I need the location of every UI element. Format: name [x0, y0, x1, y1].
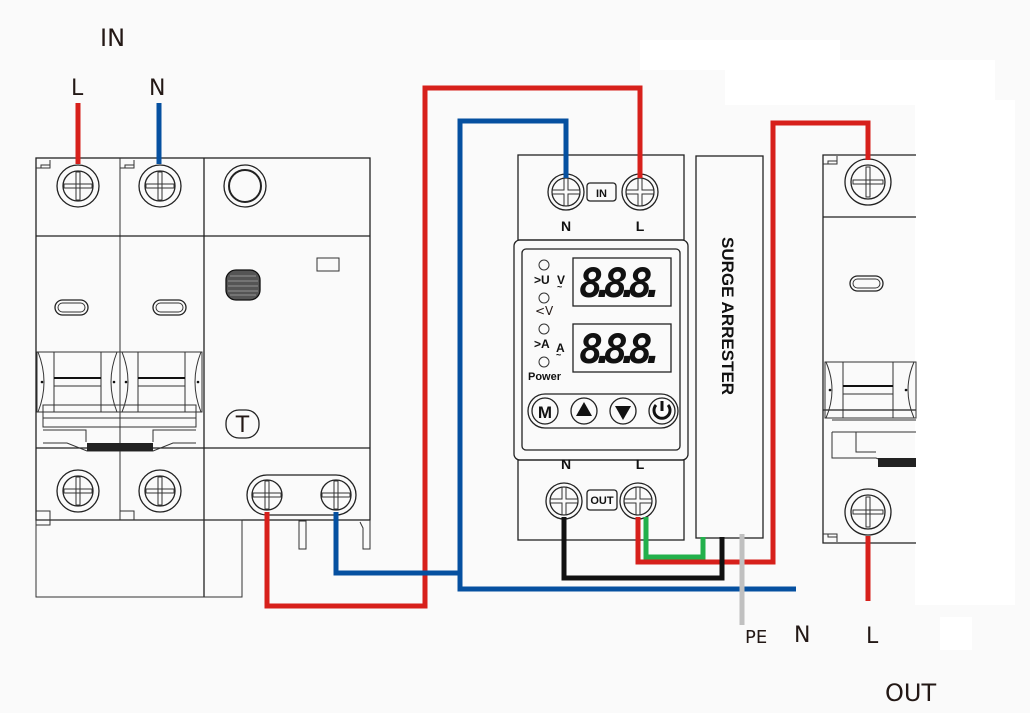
- unit-current-label: A: [556, 341, 565, 355]
- out-pe-label: PE: [745, 627, 767, 648]
- voltage-protector: IN N L >U V ~ <V >A A ~ Power 8.8.8. 8.8…: [513, 154, 689, 541]
- rcbo-output-terminal-block: [246, 474, 357, 516]
- wire-neutral-to-arrester: [561, 517, 725, 581]
- out-title: OUT: [885, 679, 936, 707]
- rcbo-indicator-ring: [223, 164, 267, 208]
- svg-text:~: ~: [556, 350, 561, 360]
- in-line-label: L: [71, 76, 84, 101]
- wires: [75, 85, 871, 625]
- wire-rcbo-neutral-to-protector: [333, 118, 569, 576]
- unit-voltage-label: V: [557, 273, 565, 287]
- out-neutral-label: N: [794, 623, 810, 648]
- wire-earth-to-arrester: [643, 517, 706, 560]
- rcbo-breaker: T: [35, 157, 371, 598]
- mcb-screw-bottom: [844, 488, 892, 536]
- indicator-over-voltage-label: >U: [534, 273, 550, 287]
- wire-protector-line-to-mcb: [635, 120, 871, 565]
- svg-text:~: ~: [557, 282, 562, 292]
- rcbo-toggle[interactable]: [36, 351, 203, 452]
- rcbo-test-button[interactable]: T: [225, 409, 260, 439]
- up-button[interactable]: [570, 397, 598, 425]
- protector-screw-out-l: [619, 482, 657, 520]
- mcb-toggle[interactable]: [824, 361, 917, 467]
- rcbo-screw-bottom-2: [138, 469, 182, 513]
- svg-text:T: T: [235, 413, 250, 438]
- protector-screw-out-n: [545, 482, 583, 520]
- mcb-breaker: [822, 154, 917, 544]
- protector-in-label: IN: [596, 188, 607, 200]
- rcbo-screw-bottom-1: [56, 469, 100, 513]
- mcb-screw-top: [844, 158, 892, 206]
- wire-rcbo-line-to-protector: [264, 85, 643, 609]
- mode-button[interactable]: M: [531, 397, 559, 425]
- indicator-under-voltage-label: <V: [535, 304, 554, 318]
- surge-arrester: SURGE ARRESTER: [695, 155, 764, 539]
- indicator-over-current-label: >A: [534, 337, 550, 351]
- indicator-power-led: [538, 356, 550, 368]
- svg-text:M: M: [538, 403, 552, 422]
- power-button[interactable]: [648, 397, 676, 425]
- protector-out-label: OUT: [590, 495, 614, 507]
- indicator-under-voltage-led: [538, 292, 550, 304]
- rcbo-led: [225, 269, 261, 301]
- in-neutral-label: N: [149, 76, 165, 101]
- protector-screw-in-n: [547, 173, 585, 211]
- current-display-value: 8.8.8.: [579, 327, 665, 373]
- rcbo-screw-top-n: [138, 164, 182, 208]
- in-title: IN: [100, 24, 125, 52]
- indicator-over-voltage-led: [538, 259, 550, 271]
- down-button[interactable]: [609, 397, 637, 425]
- current-display: [572, 323, 672, 373]
- indicator-power-label: Power: [528, 371, 562, 383]
- rcbo-screw-top-l: [56, 164, 100, 208]
- protector-screw-in-l: [621, 173, 659, 211]
- indicator-over-current-led: [538, 323, 550, 335]
- protector-bottom-n-label: N: [561, 456, 571, 472]
- protector-bottom-l-label: L: [636, 456, 645, 472]
- out-line-label: L: [866, 624, 879, 649]
- power-icon: [652, 404, 672, 420]
- voltage-display: [572, 257, 672, 307]
- protector-top-n-label: N: [561, 218, 571, 234]
- wire-output-neutral: [457, 573, 796, 592]
- protector-top-l-label: L: [636, 218, 645, 234]
- down-arrow-icon: [615, 406, 631, 420]
- up-arrow-icon: [576, 402, 592, 416]
- voltage-display-value: 8.8.8.: [579, 261, 665, 307]
- surge-arrester-label: SURGE ARRESTER: [718, 237, 737, 395]
